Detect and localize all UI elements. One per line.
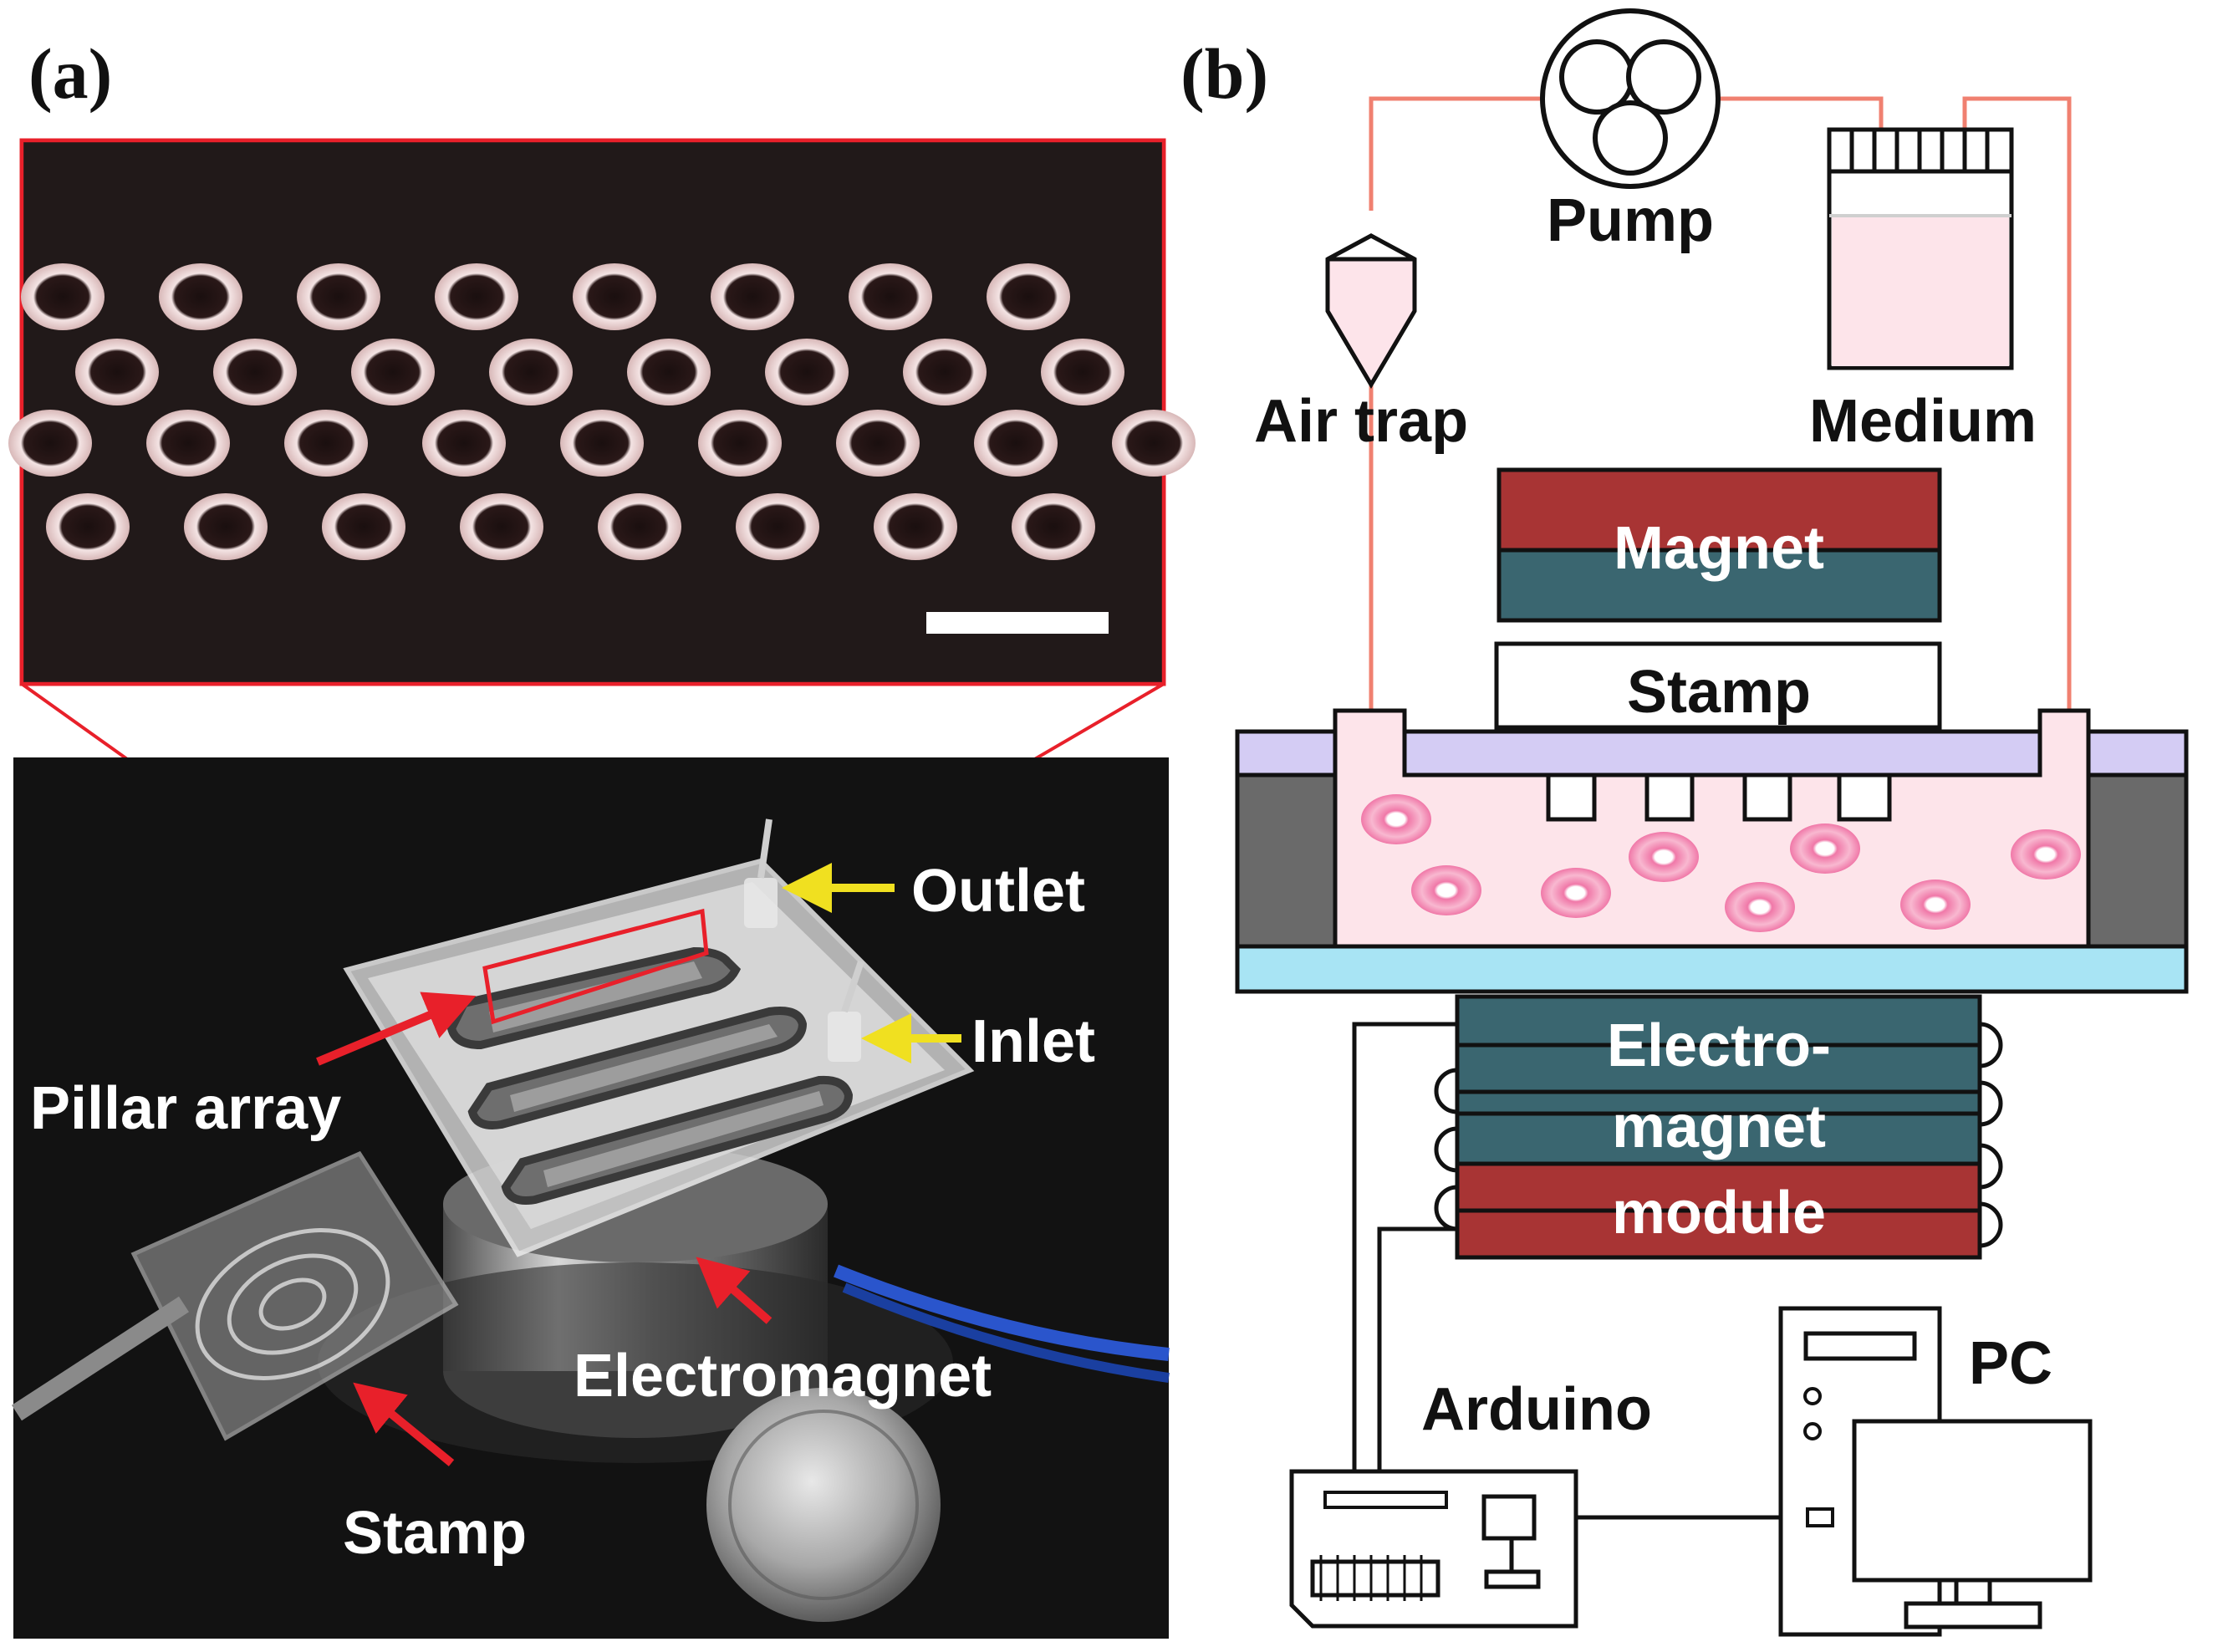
stamp-block: Stamp <box>1494 641 1942 730</box>
device-photo: Outlet Inlet Pillar array Electromagnet … <box>12 757 1170 1639</box>
callout-inlet: Inlet <box>861 1008 1095 1075</box>
pillar-hole <box>765 339 849 405</box>
pillar-hole <box>8 410 92 477</box>
pillar-hole <box>849 263 932 330</box>
electromagnet-module: Electro- magnet module <box>1434 994 2003 1260</box>
label-arduino: Arduino <box>1421 1376 1652 1443</box>
pump: Pump <box>1540 8 1721 254</box>
callout-stamp: Stamp <box>343 1382 527 1567</box>
label-pillar-array: Pillar array <box>30 1075 341 1142</box>
pillar-hole <box>184 493 268 560</box>
panel-label-a: (a) <box>28 33 113 114</box>
label-stamp: Stamp <box>343 1500 527 1567</box>
stamp-object <box>12 1150 459 1441</box>
pillar-hole <box>146 410 230 477</box>
pillar-hole <box>1041 339 1124 405</box>
callout-electromagnet: Electromagnet <box>574 1257 992 1410</box>
pillar-hole <box>284 410 368 477</box>
pillar-holes <box>8 263 1196 560</box>
cell <box>1790 823 1860 874</box>
pillar-hole <box>560 410 644 477</box>
pillar-hole <box>21 263 105 330</box>
pillar-hole <box>698 410 782 477</box>
pillar-array-micrograph <box>8 138 1196 686</box>
coin <box>706 1388 941 1622</box>
label-electromagnet-line2: magnet <box>1612 1094 1826 1160</box>
pillar-hole <box>987 263 1070 330</box>
label-inlet: Inlet <box>971 1008 1095 1075</box>
label-electromagnet-line1: Electro- <box>1607 1012 1831 1079</box>
permanent-magnet: Magnet <box>1497 467 1942 623</box>
air-trap: Air trap <box>1254 233 1468 455</box>
pillar-hole <box>874 493 957 560</box>
arduino-board: Arduino <box>1289 1376 1652 1629</box>
cell <box>1629 832 1699 882</box>
microfluidic-chip <box>343 818 975 1257</box>
blue-wire <box>834 1264 1170 1361</box>
pillar-hole <box>598 493 681 560</box>
pillar-hole <box>460 493 543 560</box>
panel-a: Outlet Inlet Pillar array Electromagnet … <box>8 138 1196 1639</box>
pillar-hole <box>213 339 297 405</box>
pillar-hole <box>836 410 920 477</box>
pillar-hole <box>627 339 711 405</box>
cell <box>1411 865 1481 915</box>
panel-b: Pump Air trap Medium <box>1235 8 2189 1637</box>
label-stamp-b: Stamp <box>1627 659 1811 726</box>
pillar-hole <box>711 263 794 330</box>
pillar-hole <box>573 263 656 330</box>
cell <box>1725 882 1795 932</box>
label-electromagnet: Electromagnet <box>574 1343 992 1410</box>
label-air-trap: Air trap <box>1254 388 1468 455</box>
scale-bar <box>926 612 1109 634</box>
pillar-hole <box>974 410 1058 477</box>
pillar-hole <box>75 339 159 405</box>
pillar-hole <box>903 339 987 405</box>
cells <box>1361 794 2081 932</box>
label-magnet: Magnet <box>1614 515 1824 582</box>
pillar-hole <box>422 410 506 477</box>
culture-chamber <box>1235 708 2189 994</box>
control-wires <box>1352 1022 1808 1520</box>
pillar-hole <box>489 339 573 405</box>
pillar-hole <box>1012 493 1095 560</box>
pillar-hole <box>435 263 518 330</box>
pillar-hole <box>1112 410 1196 477</box>
pillar-hole <box>159 263 242 330</box>
panel-label-b: (b) <box>1180 33 1269 114</box>
pc: PC <box>1778 1306 2093 1637</box>
port-tubes <box>744 818 864 1062</box>
label-pc: PC <box>1969 1330 2052 1397</box>
pillar-hole <box>736 493 819 560</box>
pillar-hole <box>297 263 380 330</box>
pillar-hole <box>46 493 130 560</box>
cell <box>1900 880 1971 930</box>
label-outlet: Outlet <box>911 858 1085 925</box>
cell <box>2011 829 2081 880</box>
label-pump: Pump <box>1547 187 1714 254</box>
pillar-hole <box>351 339 435 405</box>
cell <box>1541 868 1611 918</box>
label-electromagnet-line3: module <box>1612 1180 1826 1247</box>
label-medium: Medium <box>1809 388 2037 455</box>
pillar-hole <box>322 493 405 560</box>
medium-bottle: Medium <box>1809 127 2037 455</box>
callout-outlet: Outlet <box>782 858 1085 925</box>
cell <box>1361 794 1431 844</box>
callout-pillar-array: Pillar array <box>30 992 477 1142</box>
